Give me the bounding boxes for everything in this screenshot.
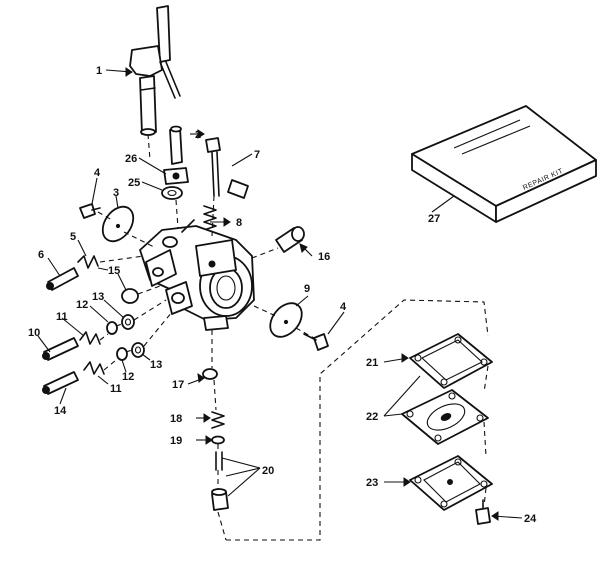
part-11-spring-lower [83,361,105,375]
label-22: 22 [366,411,378,423]
label-27: 27 [428,213,440,225]
label-7: 7 [254,149,260,161]
part-13-washer-lower [131,342,145,358]
label-26: 26 [125,153,137,165]
part-4-screw-left [79,203,101,219]
leader-lines [37,69,523,519]
label-4-right: 4 [340,301,347,313]
part-10-needle-upper [42,337,79,361]
part-23-cover [409,455,493,511]
part-labels: 1 2 26 25 7 8 4 3 5 6 15 13 12 11 10 11 … [28,65,537,525]
part-11-spring-upper [79,331,101,345]
part-21-gasket [409,333,493,389]
part-16-inlet-fitting [275,226,305,253]
label-23: 23 [366,477,378,489]
label-12-upper: 12 [76,299,88,311]
label-13-upper: 13 [92,291,104,303]
label-6: 6 [38,249,44,261]
label-9: 9 [304,283,310,295]
label-18: 18 [170,413,182,425]
part-13-washer-upper [121,314,135,330]
label-10: 10 [28,327,40,339]
part-25-washer [161,186,183,200]
label-5: 5 [70,231,76,243]
part-12-oring-lower [116,347,128,361]
part-22-diaphragm [401,389,489,445]
part-15-plug [121,288,139,304]
label-14: 14 [54,405,67,417]
assembly-dash-lines [97,133,489,541]
part-20-fitting [211,451,229,511]
label-4-left: 4 [94,167,101,179]
leader-arrowheads [125,67,499,521]
part-7-idle-screw [205,137,249,199]
label-19: 19 [170,435,182,447]
part-2-pin [169,125,183,165]
part-24-screw [475,499,491,525]
part-4-screw-right [303,333,329,351]
label-24: 24 [524,513,537,525]
label-12-lower: 12 [122,371,134,383]
part-1-throttle-shaft [129,5,181,136]
label-21: 21 [366,357,378,369]
label-1: 1 [96,65,102,77]
label-16: 16 [318,251,330,263]
label-11-lower: 11 [110,383,122,395]
label-3: 3 [113,187,119,199]
part-9-choke-plate [269,302,303,338]
carburetor-body [139,219,255,331]
label-11-upper: 11 [56,311,68,323]
part-26-clip [163,167,189,185]
label-13-lower: 13 [150,359,162,371]
label-15: 15 [108,265,120,277]
part-14-needle-lower [42,371,79,395]
part-18-spring [211,411,225,429]
part-17-check-valve [202,368,218,380]
label-17: 17 [172,379,184,391]
label-20: 20 [262,465,274,477]
part-27-repair-kit: REPAIR KIT [411,105,597,223]
part-5-spring [77,255,99,269]
label-25: 25 [128,177,140,189]
part-12-oring-upper [106,321,118,335]
label-8: 8 [236,217,242,229]
label-2: 2 [195,129,201,141]
part-6-needle [46,267,79,291]
part-19-washer [211,435,225,445]
